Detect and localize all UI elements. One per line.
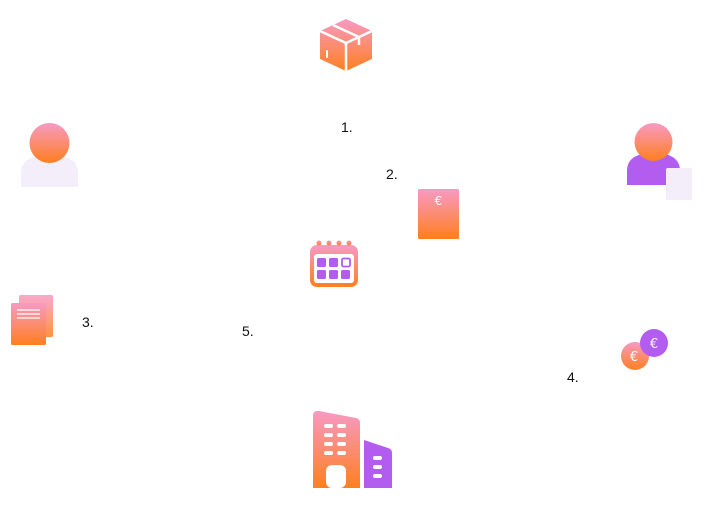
step-4-label: 4. [567, 369, 579, 385]
invoice-icon: € [418, 189, 460, 239]
office-building-icon [312, 410, 394, 490]
person-icon [21, 123, 78, 188]
package-box-icon [318, 17, 374, 73]
step-3-label: 3. [82, 314, 94, 330]
step-1-label: 1. [341, 119, 353, 135]
step-5-label: 5. [242, 323, 254, 339]
person-with-document-icon [626, 123, 694, 201]
coins-icon: € € [621, 328, 671, 372]
coin-currency-symbol: € [650, 337, 658, 352]
coin-currency-symbol: € [630, 350, 638, 365]
invoice-currency-symbol: € [435, 194, 443, 208]
step-2-label: 2. [386, 166, 398, 182]
documents-icon [11, 295, 54, 345]
calendar-icon [309, 239, 359, 288]
